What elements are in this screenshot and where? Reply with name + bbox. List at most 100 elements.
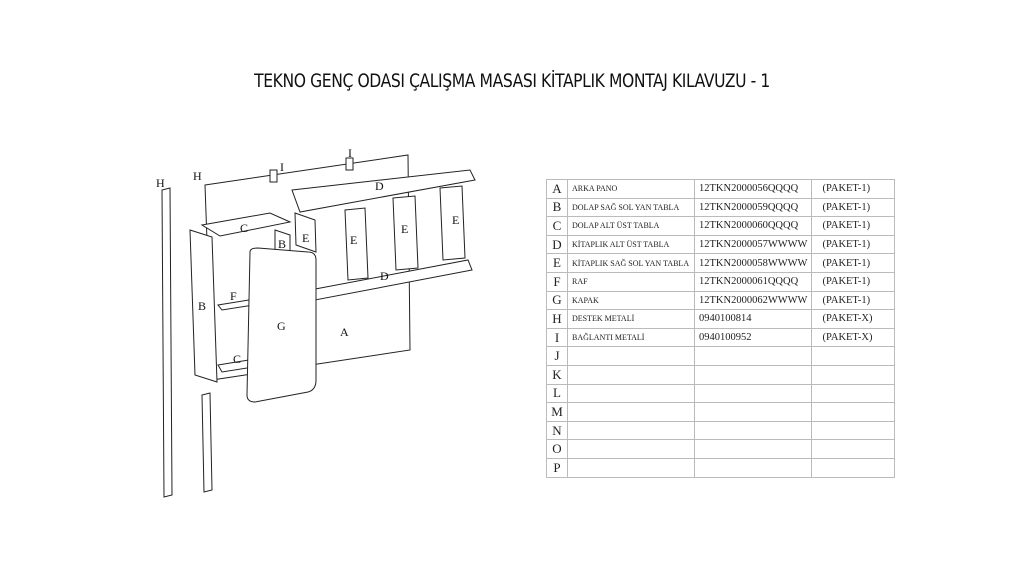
part-support-left xyxy=(161,187,173,498)
part-package: (PAKET-1) xyxy=(811,234,896,255)
part-name: DOLAP SAĞ SOL YAN TABLA xyxy=(567,197,695,218)
part-letter: C xyxy=(546,216,568,236)
part-letter: D xyxy=(546,234,568,255)
part-package: (PAKET-1) xyxy=(811,253,896,273)
part-code: 0940100814 xyxy=(693,309,813,329)
table-row: L xyxy=(546,383,896,404)
part-name: KİTAPLIK ALT ÜST TABLA xyxy=(567,234,695,255)
part-name: ARKA PANO xyxy=(567,179,695,199)
label-c-2: C xyxy=(233,352,241,366)
part-name xyxy=(567,457,695,478)
table-row: J xyxy=(546,346,896,366)
part-package xyxy=(811,439,896,459)
table-row: M xyxy=(546,402,896,422)
part-code: 12TKN2000057WWWW xyxy=(693,234,813,255)
part-code: 12TKN2000059QQQQ xyxy=(693,197,813,218)
page-title: TEKNO GENÇ ODASI ÇALIŞMA MASASI KİTAPLIK… xyxy=(254,70,770,92)
part-connector-2 xyxy=(345,157,354,171)
label-h-2: H xyxy=(193,169,202,183)
part-letter: H xyxy=(546,309,568,329)
label-i-2: I xyxy=(348,146,352,160)
part-code xyxy=(693,383,813,404)
part-package: (PAKET-1) xyxy=(811,216,896,236)
exploded-assembly-diagram: H H I I D D E E E E C C B B F G A xyxy=(156,146,476,498)
label-e-4: E xyxy=(302,231,309,245)
part-top-shelf xyxy=(291,169,476,213)
label-e: E xyxy=(350,233,357,247)
part-connector-1 xyxy=(269,169,278,183)
part-letter: N xyxy=(546,420,568,441)
label-i: I xyxy=(280,160,284,174)
table-row: O xyxy=(546,439,896,459)
part-package xyxy=(811,364,896,385)
part-door xyxy=(246,247,317,403)
part-code xyxy=(693,364,813,385)
part-name: RAF xyxy=(567,271,695,292)
table-row: N xyxy=(546,420,896,441)
part-letter: O xyxy=(546,439,568,459)
part-code: 12TKN2000058WWWW xyxy=(693,253,813,273)
part-code xyxy=(693,420,813,441)
label-a: A xyxy=(340,325,349,339)
part-package: (PAKET-1) xyxy=(811,179,896,199)
table-row: K xyxy=(546,364,896,385)
label-b-2: B xyxy=(198,299,206,313)
part-package: (PAKET-X) xyxy=(811,309,896,329)
part-name xyxy=(567,402,695,422)
part-name xyxy=(567,346,695,366)
part-code xyxy=(693,402,813,422)
part-code xyxy=(693,439,813,459)
part-name xyxy=(567,383,695,404)
part-letter: E xyxy=(546,253,568,273)
part-letter: K xyxy=(546,364,568,385)
label-e-2: E xyxy=(401,222,408,236)
part-letter: J xyxy=(546,346,568,366)
part-support-right xyxy=(201,392,213,493)
part-side-e4 xyxy=(294,212,317,253)
part-cabinet-top xyxy=(200,212,292,237)
part-code: 12TKN2000061QQQQ xyxy=(693,271,813,292)
part-package: (PAKET-1) xyxy=(811,271,896,292)
part-side-e2 xyxy=(392,195,419,271)
label-b: B xyxy=(278,237,286,251)
label-d: D xyxy=(375,179,384,193)
table-row: P xyxy=(546,457,896,478)
part-package: (PAKET-1) xyxy=(811,197,896,218)
part-package: (PAKET-1) xyxy=(811,290,896,311)
label-f: F xyxy=(230,289,237,303)
part-side-e1 xyxy=(344,207,369,281)
part-package xyxy=(811,402,896,422)
part-letter: A xyxy=(546,179,568,199)
part-side-e3 xyxy=(439,185,466,261)
part-letter: B xyxy=(546,197,568,218)
part-name xyxy=(567,420,695,441)
part-code xyxy=(693,457,813,478)
label-e-3: E xyxy=(452,213,459,227)
part-letter: M xyxy=(546,402,568,422)
part-code: 12TKN2000056QQQQ xyxy=(693,179,813,199)
part-code xyxy=(693,346,813,366)
part-code: 12TKN2000062WWWW xyxy=(693,290,813,311)
part-name: DOLAP ALT ÜST TABLA xyxy=(567,216,695,236)
part-letter: G xyxy=(546,290,568,311)
part-name: BAĞLANTI METALİ xyxy=(567,327,695,348)
label-h: H xyxy=(156,176,165,190)
part-name: KAPAK xyxy=(567,290,695,311)
part-letter: P xyxy=(546,457,568,478)
label-d-2: D xyxy=(380,269,389,283)
part-name: KİTAPLIK SAĞ SOL YAN TABLA xyxy=(567,253,695,273)
part-name xyxy=(567,439,695,459)
part-package: (PAKET-X) xyxy=(811,327,896,348)
label-c: C xyxy=(240,221,248,235)
part-code: 0940100952 xyxy=(693,327,813,348)
